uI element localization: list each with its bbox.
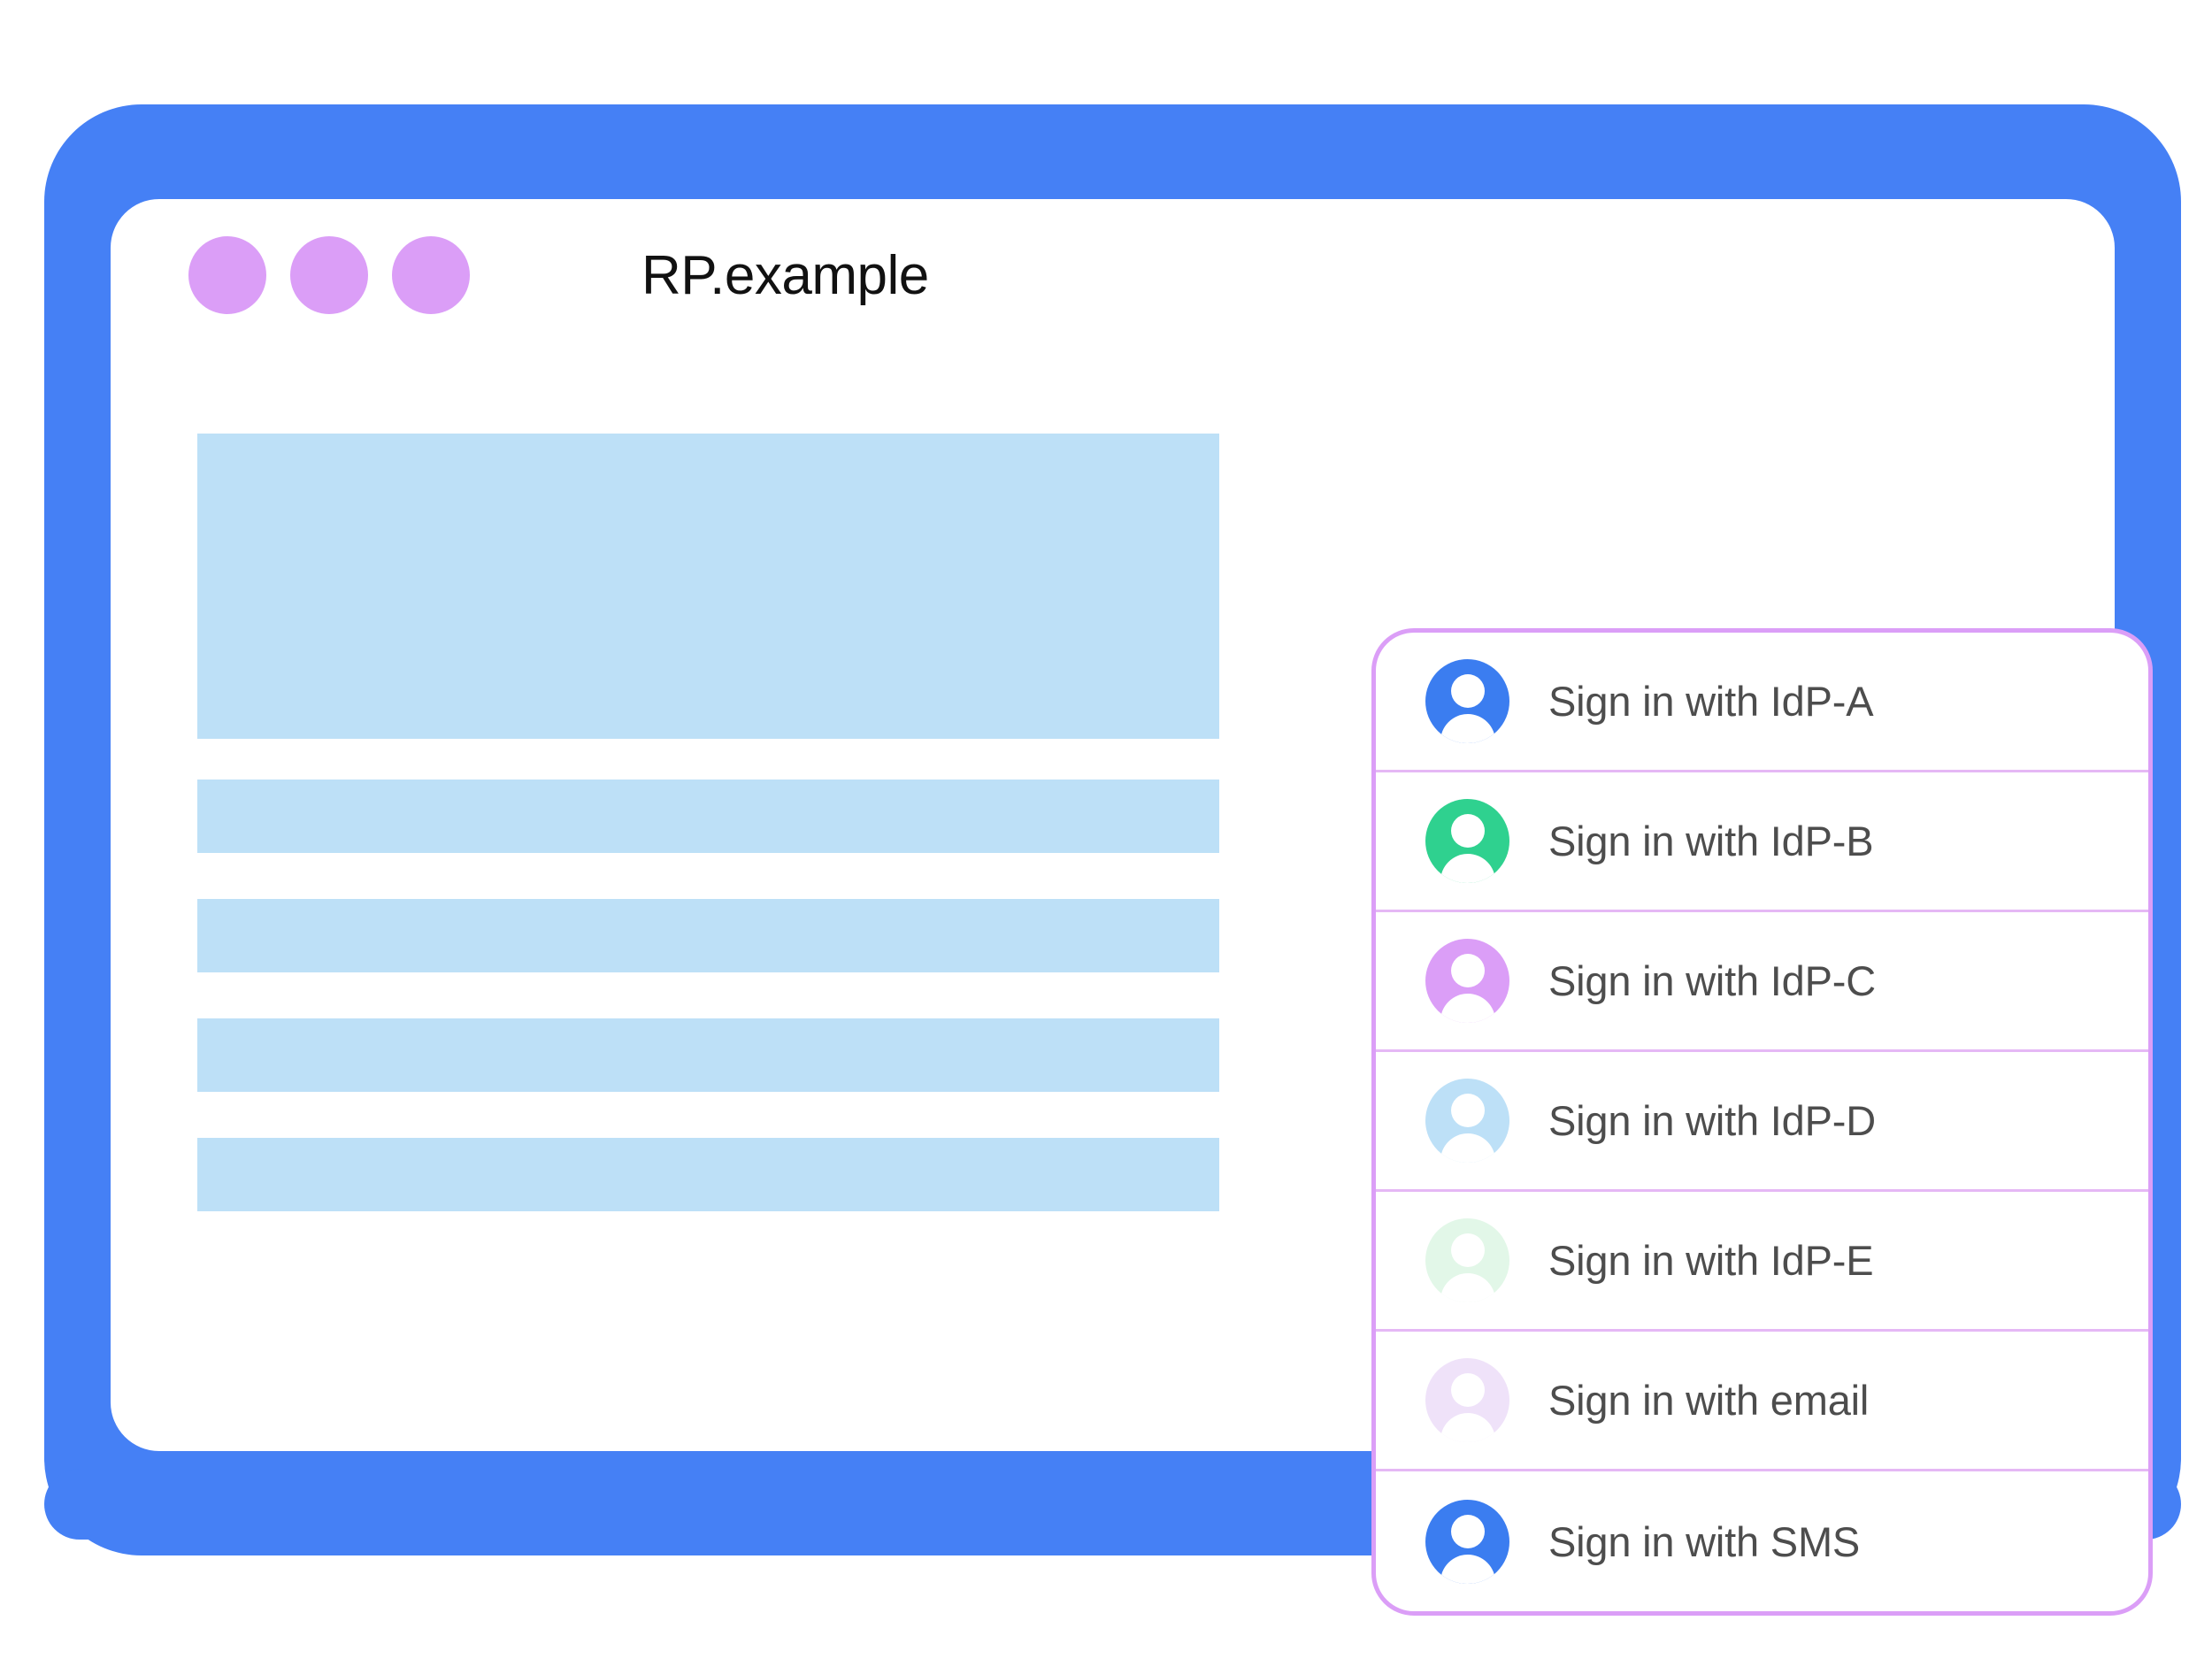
text-bar-placeholder-4	[197, 1138, 1219, 1211]
text-bar-placeholder-1	[197, 780, 1219, 853]
account-avatar-icon	[1425, 799, 1509, 883]
account-avatar-icon	[1425, 1218, 1509, 1302]
signin-row-label: Sign in with email	[1548, 1377, 1870, 1424]
account-avatar-icon	[1425, 1079, 1509, 1163]
signin-row[interactable]: Sign in with email	[1376, 1332, 2148, 1471]
signin-row[interactable]: Sign in with IdP-C	[1376, 912, 2148, 1052]
signin-row-label: Sign in with IdP-E	[1548, 1237, 1874, 1284]
window-control-dot-1[interactable]	[188, 236, 266, 314]
signin-row-label: Sign in with IdP-B	[1548, 818, 1874, 864]
window-control-dot-3[interactable]	[392, 236, 470, 314]
window-control-dot-2[interactable]	[290, 236, 368, 314]
signin-row[interactable]: Sign in with IdP-B	[1376, 772, 2148, 912]
account-avatar-icon	[1425, 1358, 1509, 1442]
signin-row-label: Sign in with IdP-D	[1548, 1097, 1876, 1144]
hero-block-placeholder	[197, 434, 1219, 739]
account-avatar-icon	[1425, 939, 1509, 1023]
account-chooser-panel: Sign in with IdP-A Sign in with IdP-B Sign…	[1371, 628, 2153, 1616]
text-bar-placeholder-3	[197, 1018, 1219, 1092]
signin-row-label: Sign in with IdP-A	[1548, 678, 1874, 725]
account-avatar-icon	[1425, 659, 1509, 743]
device-bezel-left	[44, 1469, 1593, 1540]
signin-row[interactable]: Sign in with IdP-D	[1376, 1052, 2148, 1192]
text-bar-placeholder-2	[197, 899, 1219, 972]
signin-row[interactable]: Sign in with IdP-A	[1376, 633, 2148, 772]
signin-row-label: Sign in with SMS	[1548, 1517, 1861, 1565]
signin-row-label: Sign in with IdP-C	[1548, 957, 1876, 1004]
account-avatar-icon	[1425, 1499, 1509, 1584]
page-title: RP.example	[641, 245, 929, 306]
signin-row[interactable]: Sign in with SMS	[1376, 1471, 2148, 1611]
page-content-placeholders	[197, 434, 1219, 1211]
browser-titlebar: RP.example	[111, 199, 2115, 345]
signin-row[interactable]: Sign in with IdP-E	[1376, 1192, 2148, 1332]
